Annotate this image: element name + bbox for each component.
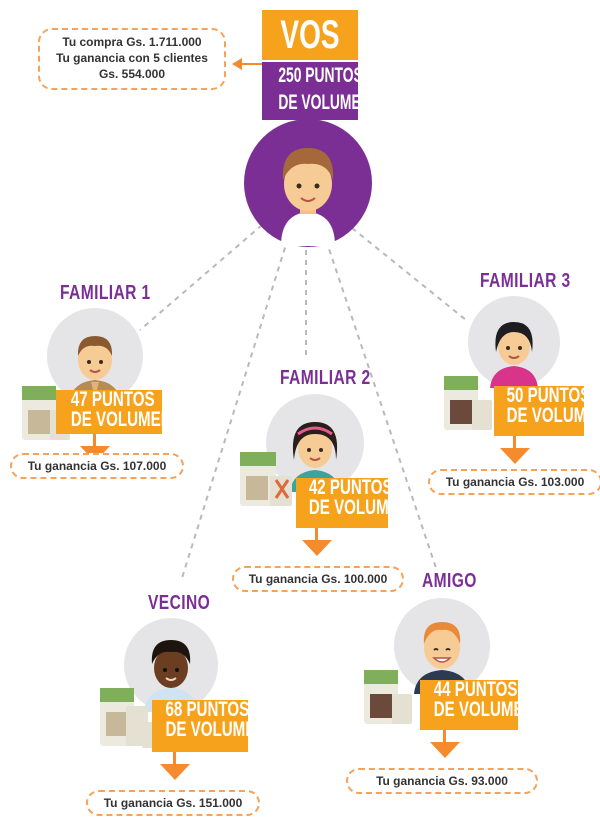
vos-note-line3: Gs. 554.000 xyxy=(98,67,166,81)
familiar2-points: 42 PUNTOS DE VOLUMEN xyxy=(296,476,410,528)
familiar3-avatar xyxy=(468,296,560,388)
amigo-products xyxy=(362,664,426,728)
vos-note: Tu compra Gs. 1.711.000 Tu ganancia con … xyxy=(38,28,226,90)
vos-arrow xyxy=(232,57,262,70)
familiar3-gain: Tu ganancia Gs. 103.000 xyxy=(428,469,600,495)
amigo-avatar xyxy=(394,598,490,694)
vos-title: VOS xyxy=(280,13,340,57)
vecino-products xyxy=(98,682,164,754)
familiar1-title: FAMILIAR 1 xyxy=(60,282,151,304)
familiar3-points-line2: DE VOLUMEN xyxy=(506,404,600,427)
familiar3-down-arrow xyxy=(500,436,530,464)
amigo-title: AMIGO xyxy=(422,570,477,592)
vecino-points-line2: DE VOLUMEN xyxy=(165,718,267,741)
vecino-points: 68 PUNTOS DE VOLUMEN xyxy=(152,698,267,752)
vecino-avatar xyxy=(124,618,218,712)
amigo-down-arrow xyxy=(430,730,460,758)
vecino-down-arrow xyxy=(160,752,190,780)
vos-note-line2: Tu ganancia con 5 clientes xyxy=(56,51,208,65)
vos-title-box: VOS xyxy=(262,10,358,60)
familiar2-title: FAMILIAR 2 xyxy=(280,367,371,389)
familiar2-down-arrow xyxy=(302,528,332,556)
vecino-title: VECINO xyxy=(148,592,211,614)
amigo-points-line1: 44 PUNTOS xyxy=(433,678,518,701)
link-familiar3 xyxy=(351,227,467,321)
familiar3-title: FAMILIAR 3 xyxy=(480,270,571,292)
familiar3-products xyxy=(442,370,506,434)
vecino-gain: Tu ganancia Gs. 151.000 xyxy=(86,790,260,816)
amigo-points-line2: DE VOLUMEN xyxy=(433,698,535,721)
amigo-points: 44 PUNTOS DE VOLUMEN xyxy=(420,678,535,730)
vos-points-box: 250 PUNTOS DE VOLUMEN xyxy=(262,62,371,120)
familiar2-points-line1: 42 PUNTOS xyxy=(308,476,393,499)
familiar1-gain: Tu ganancia Gs. 107.000 xyxy=(10,453,184,479)
familiar1-points: 47 PUNTOS DE VOLUMEN xyxy=(56,388,172,434)
link-familiar1 xyxy=(139,224,263,331)
vos-note-line1: Tu compra Gs. 1.711.000 xyxy=(62,35,202,49)
familiar2-points-line2: DE VOLUMEN xyxy=(308,496,410,519)
link-amigo xyxy=(325,239,437,569)
vos-points-line2: DE VOLUMEN xyxy=(278,91,371,114)
familiar2-products xyxy=(238,446,308,510)
familiar1-points-line1: 47 PUNTOS xyxy=(70,388,155,411)
familiar3-points-line1: 50 PUNTOS xyxy=(506,384,591,407)
familiar2-gain: Tu ganancia Gs. 100.000 xyxy=(232,566,404,592)
familiar3-points: 50 PUNTOS DE VOLUMEN xyxy=(494,384,600,436)
vecino-points-line1: 68 PUNTOS xyxy=(165,698,250,721)
amigo-gain: Tu ganancia Gs. 93.000 xyxy=(346,768,538,794)
familiar1-points-line2: DE VOLUMEN xyxy=(70,408,172,431)
vos-points-line1: 250 PUNTOS xyxy=(278,64,363,87)
vos-avatar xyxy=(243,118,373,248)
